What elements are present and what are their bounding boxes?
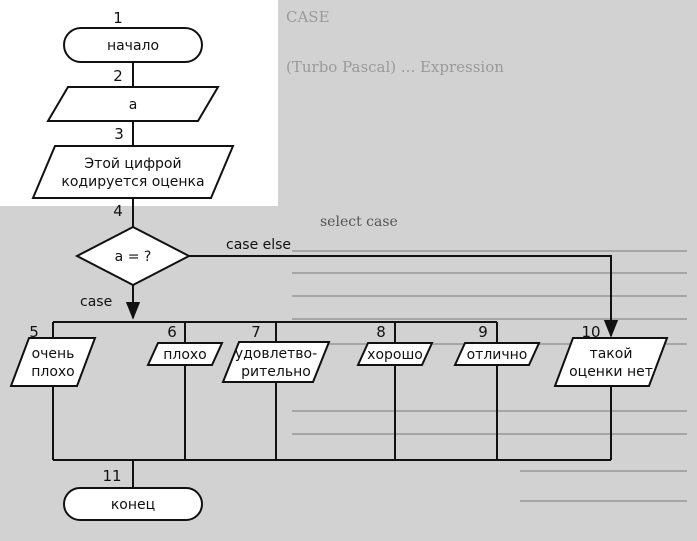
node-excellent-label: отлично <box>467 347 528 363</box>
background-text-line-2: (Turbo Pascal) ... Expression <box>286 58 504 76</box>
node-satisfactory-number: 7 <box>251 323 261 341</box>
node-very-bad-shape <box>9 337 97 387</box>
node-bad-label: плохо <box>163 347 207 363</box>
background-text-row <box>292 272 687 274</box>
node-bad-number: 6 <box>167 323 177 341</box>
node-decision-number: 4 <box>113 202 123 220</box>
node-very-bad-label: очень <box>32 346 75 362</box>
connectors <box>52 62 619 488</box>
node-start-label: начало <box>107 38 159 54</box>
node-satisfactory-shape <box>221 341 331 383</box>
node-input-a-shape <box>46 86 220 122</box>
node-satisfactory-label: удовлетво- <box>235 346 317 362</box>
background-text-row <box>292 410 687 412</box>
node-input-a-label: а <box>129 97 138 113</box>
shapes <box>9 27 669 521</box>
background-text-row <box>292 318 687 320</box>
node-note-label: кодируется оценка <box>61 174 204 190</box>
background-text-row <box>292 433 687 435</box>
node-decision-shape <box>74 225 192 287</box>
node-input-a-number: 2 <box>113 67 123 85</box>
node-satisfactory-label: рительно <box>241 364 311 380</box>
node-note-number: 3 <box>114 125 124 143</box>
background-text-line-1: CASE <box>286 8 330 26</box>
node-note-label: Этой цифрой <box>84 156 181 172</box>
node-no-grade-shape <box>553 337 669 387</box>
background-text-row <box>520 500 687 502</box>
node-no-grade-number: 10 <box>581 323 600 341</box>
node-no-grade-label: такой <box>590 346 633 362</box>
node-very-bad-number: 5 <box>29 323 39 341</box>
connector-4-case-else <box>189 255 619 338</box>
node-bad-shape <box>146 342 224 366</box>
node-no-grade-label: оценки нет <box>569 364 653 380</box>
node-start-number: 1 <box>113 9 123 27</box>
edge-label-case-else: case else <box>226 237 291 253</box>
background-text-line-3: select case <box>320 214 398 230</box>
node-decision-label: а = ? <box>115 249 152 265</box>
background-text-row <box>520 470 687 472</box>
background-text-row <box>292 295 687 297</box>
node-very-bad-label: плохо <box>31 364 75 380</box>
node-good-label: хорошо <box>367 347 423 363</box>
node-good-shape <box>356 342 434 366</box>
node-excellent-shape <box>453 342 541 366</box>
node-excellent-number: 9 <box>478 323 488 341</box>
node-end-number: 11 <box>102 467 121 485</box>
node-start-shape <box>63 27 203 63</box>
background-text-row <box>292 250 687 252</box>
node-end-label: конец <box>111 497 155 513</box>
node-note-shape <box>31 145 235 199</box>
node-good-number: 8 <box>376 323 386 341</box>
node-end-shape <box>63 487 203 521</box>
edge-label-case: case <box>80 294 112 310</box>
